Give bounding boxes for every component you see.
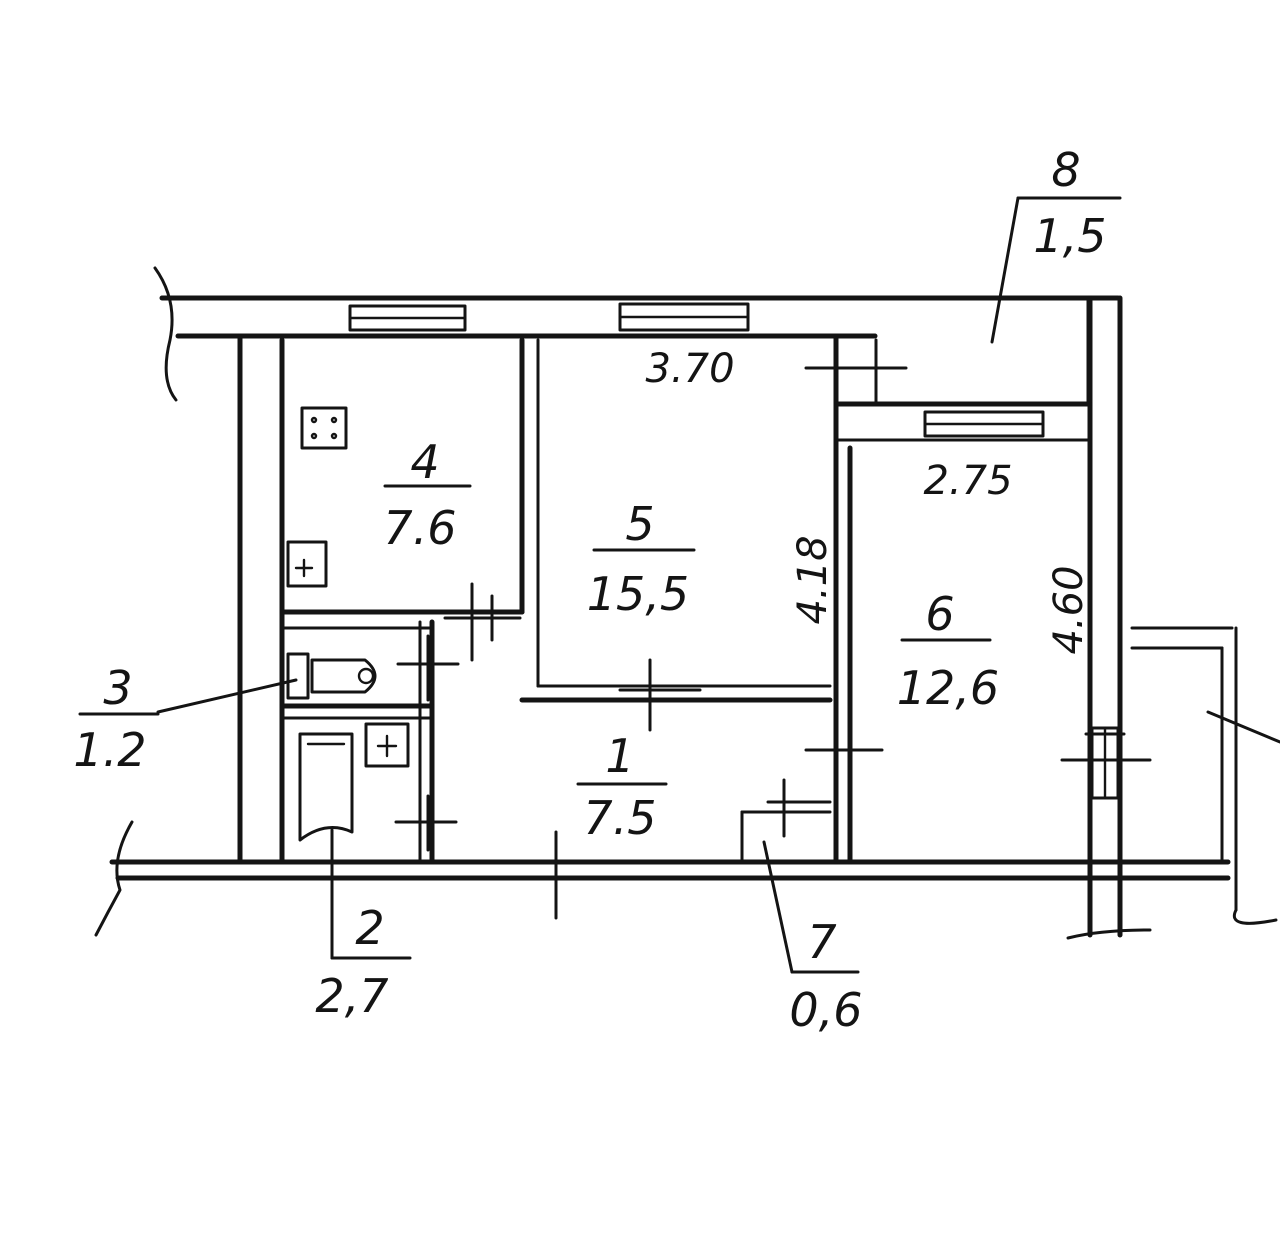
room-4-number: 4 [410, 435, 439, 489]
stove-icon [300, 406, 348, 450]
room-2-number: 2 [355, 901, 384, 955]
room3-leader [156, 678, 298, 714]
room7-leader [762, 840, 794, 974]
room-4-walls [279, 337, 525, 865]
room-1-area: 7.5 [583, 791, 656, 845]
dim-room6-length: 4.60 [1046, 565, 1092, 654]
hall-details [554, 778, 860, 974]
room-6-walls [804, 445, 1152, 865]
room-5-walls [519, 333, 908, 865]
right-break-bottom [1066, 928, 1152, 940]
right-balcony [1130, 626, 1280, 925]
balcony-leader [1206, 710, 1280, 744]
room-4-area: 7.6 [383, 501, 456, 555]
stove-burner-3 [310, 432, 318, 440]
bathroom-walls [78, 619, 460, 960]
kitchen-sink-icon [286, 540, 328, 588]
windows [348, 302, 1120, 800]
room-6-area: 12,6 [897, 661, 999, 715]
room-5-number: 5 [625, 497, 654, 551]
room-2-area: 2,7 [315, 969, 388, 1023]
room-6-number: 6 [925, 587, 954, 641]
stove-burner-4 [330, 432, 338, 440]
room-5-area: 15,5 [587, 567, 689, 621]
toilet-bowl-icon [310, 658, 377, 694]
room-7-number: 7 [807, 915, 836, 969]
dimension-labels: 3.70 2.75 4.18 4.60 [645, 346, 1092, 655]
dim-room5-width: 3.70 [645, 346, 734, 392]
dim-room6-width: 2.75 [923, 458, 1012, 504]
room-7-area: 0,6 [789, 983, 862, 1037]
left-break-bottom [94, 820, 134, 937]
room-8-area: 1,5 [1033, 209, 1106, 263]
bathtub-icon [298, 732, 354, 842]
toilet-seat-icon [357, 667, 375, 685]
stove-burner-1 [310, 416, 318, 424]
room8-leader [990, 196, 1020, 344]
balcony-foot [1232, 908, 1278, 925]
room-labels: 4 7.6 5 15,5 6 12,6 1 7.5 2 2,7 3 1.2 7 … [73, 143, 1106, 1037]
room-8-number: 8 [1051, 143, 1080, 197]
room-1-number: 1 [605, 729, 634, 783]
left-break-top [153, 266, 178, 402]
room-3-number: 3 [103, 661, 132, 715]
toilet-tank-icon [286, 652, 310, 700]
room-3-area: 1.2 [73, 723, 146, 777]
stove-burner-2 [330, 416, 338, 424]
dim-room5-length: 4.18 [790, 535, 836, 624]
bath-sink-icon [364, 722, 410, 768]
room-8-walls [833, 196, 1122, 442]
